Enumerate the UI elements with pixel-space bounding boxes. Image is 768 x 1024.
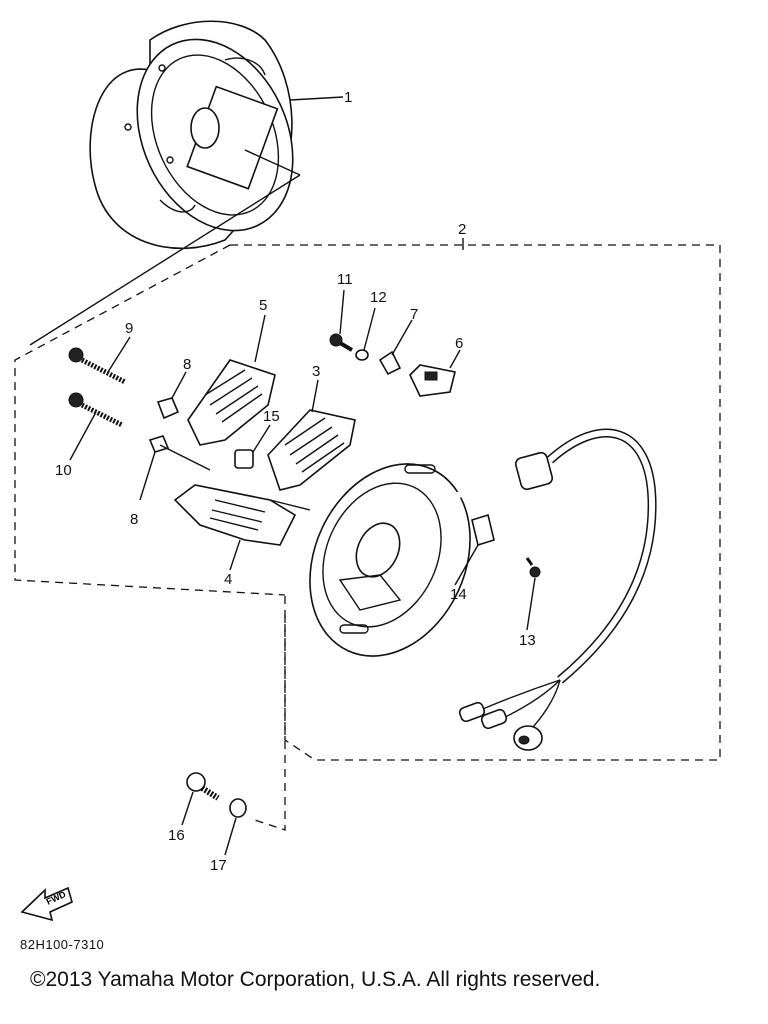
washer-17 (229, 798, 247, 818)
terminal-6 (409, 364, 456, 397)
screw-11 (329, 333, 354, 352)
stator-assembly-boundary (230, 244, 721, 761)
callout-11: 11 (337, 271, 353, 288)
washer-12 (355, 349, 369, 361)
stator-plate (309, 463, 471, 657)
callout-6: 6 (455, 335, 464, 352)
clamp-7 (378, 350, 402, 376)
copyright-notice: ©2013 Yamaha Motor Corporation, U.S.A. A… (30, 968, 601, 991)
clamp-8-lower (148, 435, 170, 453)
callout-7: 7 (410, 306, 419, 323)
callout-14: 14 (450, 586, 467, 603)
flywheel-rotor (89, 20, 294, 250)
callout-5: 5 (259, 297, 268, 314)
pickup-coil-4 (173, 484, 297, 546)
bolt-16 (186, 772, 220, 801)
cord-clamp-14 (471, 513, 495, 547)
bolt-9 (68, 347, 127, 385)
callout-8-upper: 8 (183, 356, 192, 373)
screw-13 (525, 557, 541, 578)
bolt-10 (68, 392, 124, 428)
clamp-8-upper (156, 397, 180, 420)
coil-3 (267, 409, 356, 491)
callout-2: 2 (458, 221, 467, 238)
callout-15: 15 (263, 408, 280, 425)
callout-17: 17 (210, 857, 227, 874)
coil-5 (187, 359, 276, 446)
callout-4: 4 (224, 571, 233, 588)
callout-16: 16 (168, 827, 185, 844)
spacer-15 (234, 449, 254, 469)
callout-3: 3 (312, 363, 321, 380)
callout-9: 9 (125, 320, 134, 337)
callout-10: 10 (55, 462, 72, 479)
diagram-part-number: 82H100-7310 (20, 937, 105, 952)
fwd-arrow-icon (20, 886, 73, 922)
callout-8-lower: 8 (130, 511, 139, 528)
wire-harness (439, 428, 657, 751)
callout-12: 12 (370, 289, 387, 306)
callout-13: 13 (519, 632, 536, 649)
callout-1: 1 (344, 89, 353, 106)
